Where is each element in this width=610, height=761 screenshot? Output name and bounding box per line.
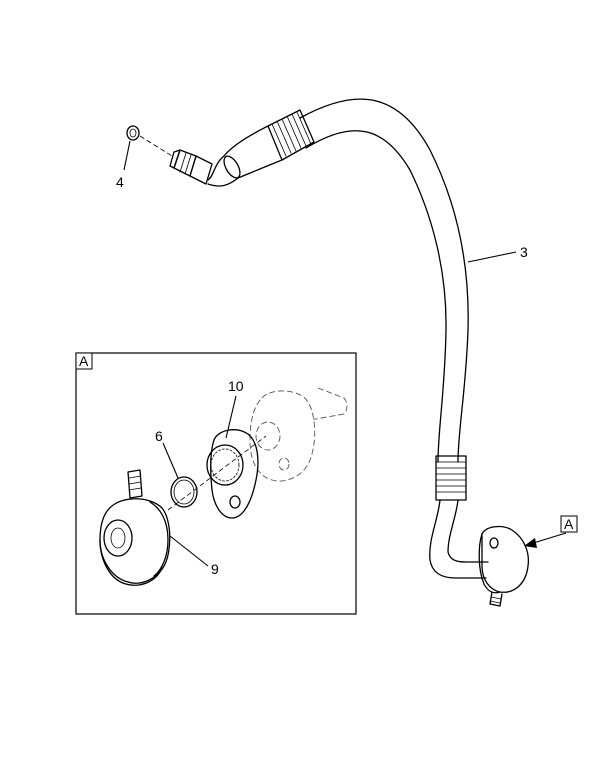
upper-tube <box>207 125 283 187</box>
view-a-marker-box <box>560 515 578 533</box>
callout-6-group: 6 <box>155 428 179 479</box>
hose-inner-edge <box>305 130 447 463</box>
lower-flange-fitting <box>478 525 530 607</box>
detail-label-box <box>75 352 93 370</box>
hose-assembly <box>126 98 530 607</box>
leader-line-10 <box>225 395 237 439</box>
view-a-arrowhead <box>524 538 537 548</box>
assembly-line-4 <box>139 135 173 157</box>
detail-centerline <box>167 435 267 511</box>
callout-4-group: 4 <box>116 140 131 190</box>
callout-10-group: 10 <box>225 378 244 439</box>
fitting-item-9 <box>99 469 171 586</box>
lower-tube <box>429 499 489 579</box>
detail-label: A <box>79 353 89 369</box>
callout-3: 3 <box>520 244 528 260</box>
leader-line-4 <box>123 140 131 171</box>
lower-ferrule <box>435 455 467 501</box>
leader-line-3 <box>467 251 517 263</box>
upper-fitting <box>169 149 213 185</box>
view-a-reference: A <box>524 515 578 548</box>
callout-6: 6 <box>155 428 163 444</box>
gasket-item-10 <box>206 429 259 519</box>
hose-outer-edge <box>299 98 469 463</box>
mating-port-phantom <box>249 387 348 482</box>
view-a-arrow-shaft <box>529 532 567 545</box>
callout-9-group: 9 <box>169 535 219 577</box>
view-a-marker-label: A <box>564 516 574 532</box>
detail-view-a: A <box>75 352 357 615</box>
callout-4: 4 <box>116 174 124 190</box>
leader-line-6 <box>162 442 179 479</box>
leader-line-9 <box>169 535 209 567</box>
callout-9: 9 <box>211 561 219 577</box>
upper-ferrule <box>267 109 315 161</box>
callout-10: 10 <box>228 378 244 394</box>
detail-frame <box>75 352 357 615</box>
o-ring-item-6 <box>170 476 198 508</box>
o-ring-item-4 <box>126 125 140 141</box>
callout-3-group: 3 <box>467 244 528 263</box>
